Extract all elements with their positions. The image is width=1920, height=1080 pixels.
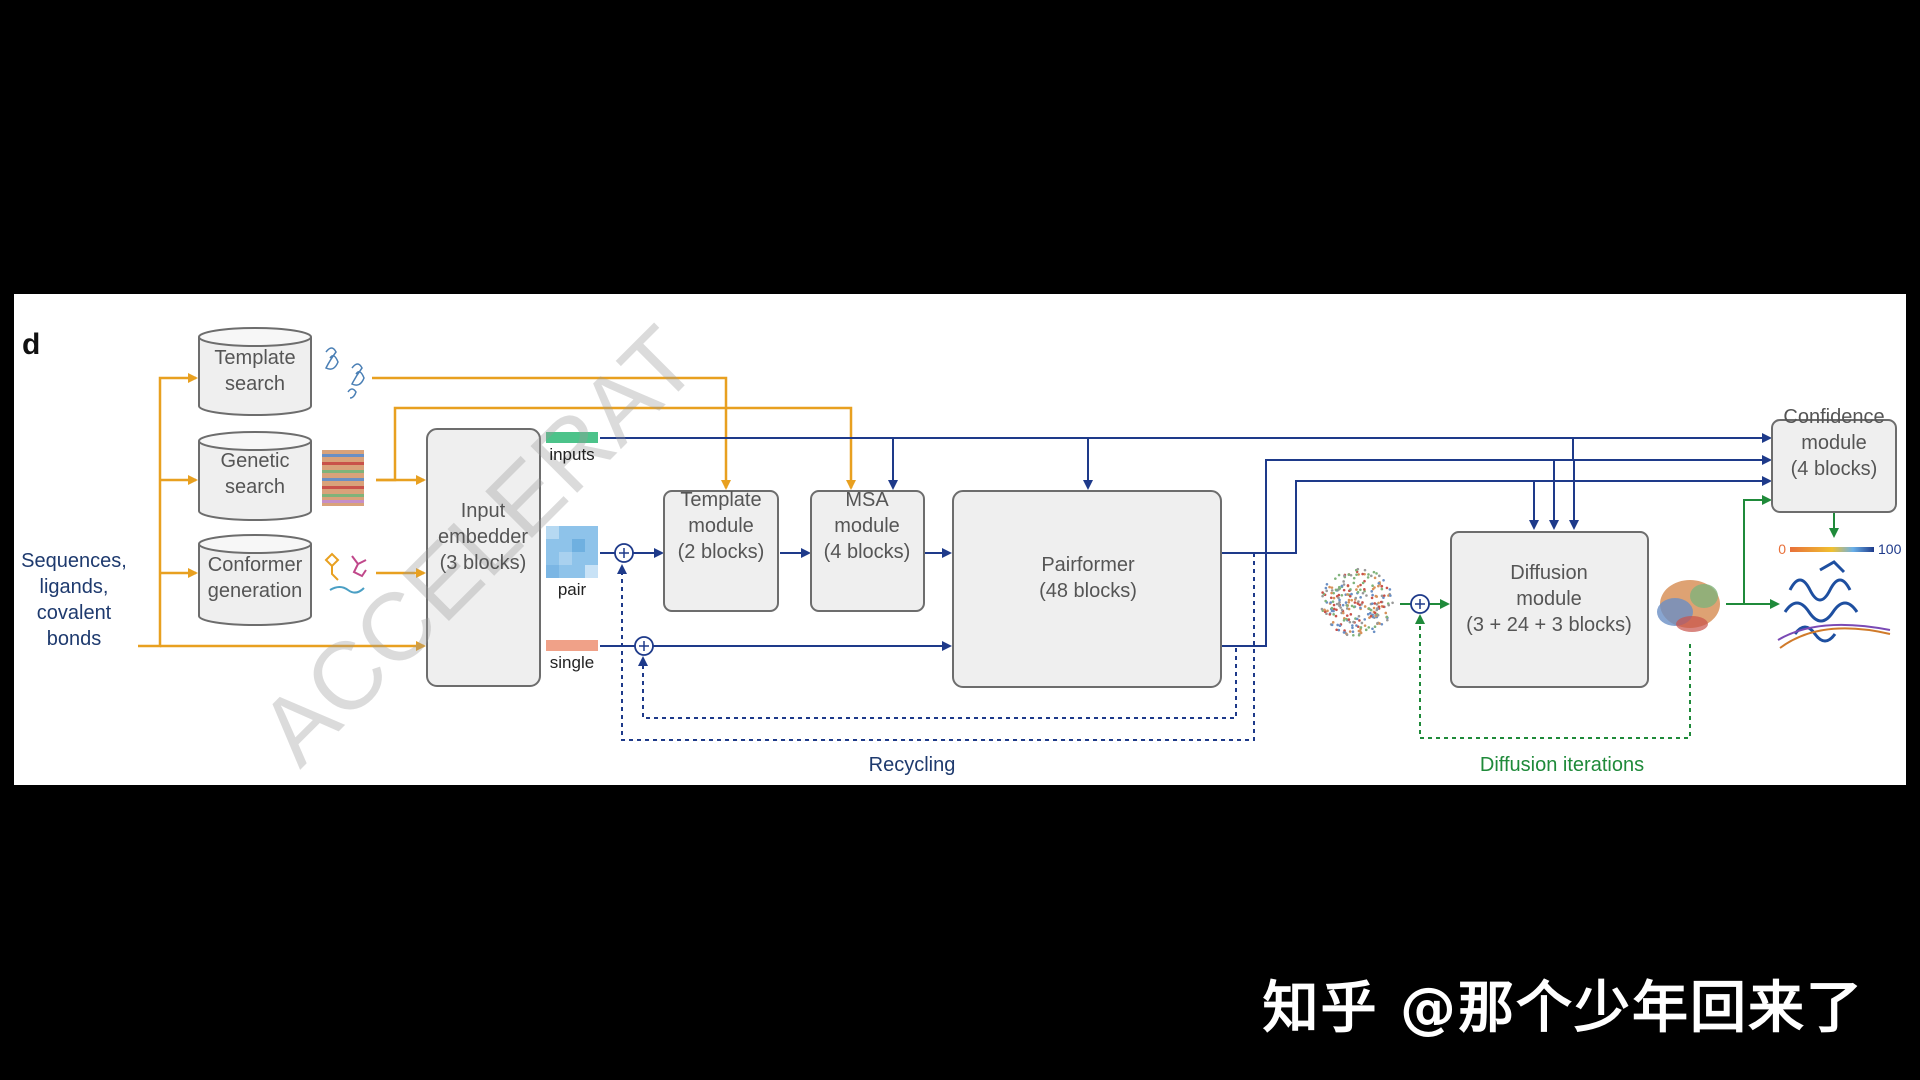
diffusion-iterations-label: Diffusion iterations <box>1480 754 1644 776</box>
input-embedder-box <box>426 428 541 687</box>
msa-alignment-icon <box>322 450 364 506</box>
inputs-bar <box>546 432 598 443</box>
final-structure-icon <box>1777 560 1891 649</box>
template-structure-icon <box>324 347 365 399</box>
msa-module-box <box>810 490 925 612</box>
inputs-stream-label: inputs <box>549 445 594 464</box>
database-conformer-generation <box>198 534 312 626</box>
recycling-loop <box>617 552 1255 741</box>
pairformer-box <box>952 490 1222 688</box>
recycling-label: Recycling <box>869 754 956 776</box>
scale-min-label: 0 <box>1778 541 1786 557</box>
pair-representation-icon <box>546 526 598 578</box>
single-bar <box>546 640 598 651</box>
conformer-molecules-icon <box>324 552 367 594</box>
intermediate-structure-icon <box>1657 580 1720 632</box>
pairformer-label: Pairformer(48 blocks) <box>1039 554 1137 602</box>
blue-arrows <box>600 433 1772 651</box>
database-template-search <box>198 327 312 416</box>
orange-arrows <box>138 373 856 651</box>
confidence-module-box <box>1771 419 1897 513</box>
footer-watermark: 知乎 @那个少年回来了 <box>1262 976 1864 1041</box>
diffusion-module-box <box>1450 531 1649 688</box>
green-arrows <box>1400 495 1839 609</box>
panel-letter: d <box>22 328 40 361</box>
confidence-scale-bar <box>1790 547 1874 552</box>
pair-stream-label: pair <box>558 580 587 599</box>
diffusion-iterations-loop <box>1415 614 1691 739</box>
noise-cloud-icon <box>1320 567 1394 637</box>
template-module-box <box>663 490 779 612</box>
scale-max-label: 100 <box>1878 541 1902 557</box>
single-stream-label: single <box>550 653 594 672</box>
database-genetic-search <box>198 431 312 521</box>
